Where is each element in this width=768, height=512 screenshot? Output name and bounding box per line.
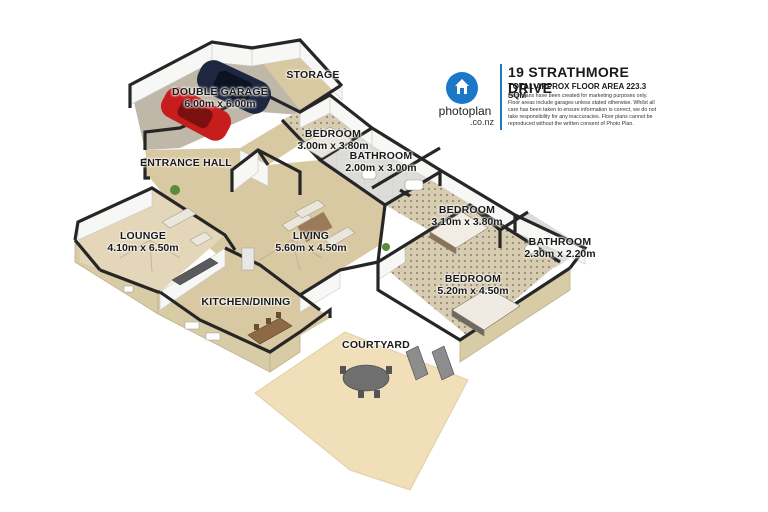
bed-bedroom1 [299,126,353,159]
logo-wordmark: photoplan .co.nz [438,104,494,127]
car-red [160,87,232,141]
label-bedroom-1: BEDROOM 3.00m x 3.80m [297,128,369,152]
car-dark [196,60,272,114]
label-bathroom-2: BATHROOM 2.30m x 2.20m [524,236,596,260]
hall-floor [145,112,330,178]
plant-icon [170,185,180,195]
lounge-sofa [161,207,213,247]
label-bedroom-3: BEDROOM 5.20m x 4.50m [437,273,509,297]
label-lounge: LOUNGE 4.10m x 6.50m [107,230,179,254]
fridge [241,247,255,271]
house-icon [455,79,469,94]
courtyard-table [342,364,390,392]
plant-icon [382,243,390,251]
header-divider [500,64,502,130]
photoplan-logo [446,72,478,104]
living-grid [259,239,323,271]
property-address: 19 STRATHMORE DRIVE [508,64,630,96]
bath-fixtures [361,169,540,254]
label-bathroom-1: BATHROOM 2.00m x 3.00m [345,150,417,174]
label-bedroom-2: BEDROOM 3.10m x 3.80m [431,204,503,228]
bedroom3-floor [378,205,560,338]
kitchen-bench [171,257,219,286]
label-kitchen-dining: KITCHEN/DINING [201,296,291,308]
disclaimer-text: Floor plans have been created for market… [508,93,657,127]
label-storage: STORAGE [286,69,340,81]
plan-header: photoplan .co.nz 19 STRATHMORE DRIVE TOT… [432,62,662,134]
lounge-grid [119,239,181,273]
label-entrance-hall: ENTRANCE HALL [140,157,232,169]
living-sofas [281,199,356,247]
bed-bedroom2 [429,211,489,255]
label-courtyard: COURTYARD [342,339,410,351]
bed-bedroom3 [451,287,521,337]
courtyard-chairs [340,366,392,398]
exterior-windows [123,285,221,341]
total-floor-area: TOTAL APPROX FLOOR AREA 223.3 SQM [508,82,647,100]
living-floor [150,160,385,295]
label-living: LIVING 5.60m x 4.50m [275,230,347,254]
living-rug [297,211,333,243]
label-double-garage: DOUBLE GARAGE 6.00m x 6.00m [172,86,268,110]
wall-tops [73,38,588,354]
dining-chairs [254,312,281,330]
sun-loungers [405,345,455,381]
